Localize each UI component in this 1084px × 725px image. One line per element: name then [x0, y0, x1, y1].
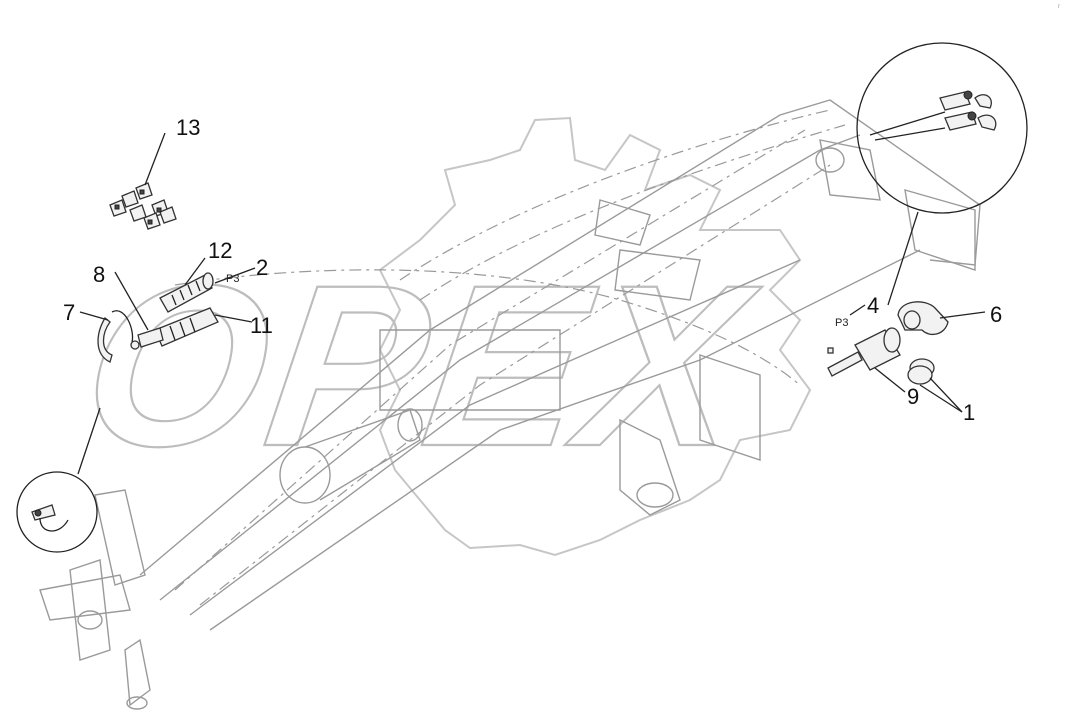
detail-circle-coupling: [16, 471, 98, 553]
part-12-coupling: [159, 257, 214, 313]
watermark-opex: OPEX: [70, 236, 771, 495]
routing-line: [174, 269, 801, 386]
corner-mark: r: [1058, 4, 1060, 10]
part-13-clips: [109, 132, 177, 230]
part-7-ring: [79, 310, 134, 363]
callout-9: 9: [907, 384, 919, 409]
part-9-coupling: [827, 327, 906, 393]
callout-2: 2: [256, 255, 268, 280]
detail-circle-hose-couplings: [856, 42, 1028, 214]
leader-detail-left: [77, 407, 101, 475]
part-8-nipple: [114, 271, 164, 350]
part-4-seal: P3: [827, 304, 866, 354]
callout-13: 13: [176, 115, 200, 140]
callout-7: 7: [63, 300, 75, 325]
callout-11: 11: [250, 313, 273, 338]
thread-label-right: P3: [835, 317, 848, 329]
part-2-thread: P3: [214, 267, 256, 285]
callout-4: 4: [867, 293, 879, 318]
callout-8: 8: [93, 262, 105, 287]
part-6-dust-cap: [897, 301, 986, 336]
part-1-seal-rings: [907, 358, 963, 413]
watermark-gear: [378, 116, 812, 557]
callout-labels: 13 12 2 8 7 11 4 6 9 1: [63, 115, 1002, 425]
thread-label-left: P3: [226, 273, 239, 285]
callout-1: 1: [963, 400, 975, 425]
callout-12: 12: [208, 238, 232, 263]
svg-text:OPEX: OPEX: [71, 237, 770, 494]
leader-detail-right: [887, 211, 919, 306]
machine-frame: [39, 99, 981, 710]
callout-6: 6: [990, 302, 1002, 327]
